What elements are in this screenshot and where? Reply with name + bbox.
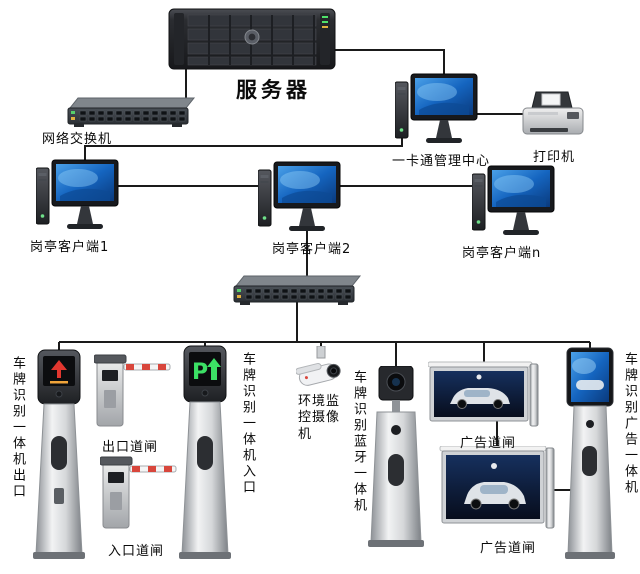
car-ad-graphic [450, 388, 510, 409]
booth-client-2-label: 岗亭客户端2 [272, 242, 352, 257]
lpr-entry-kiosk-device: P [176, 344, 234, 560]
server-device [168, 6, 336, 72]
lpr-ad-kiosk-label: 车牌识别广告一体机 [622, 352, 637, 496]
network-switch-icon [67, 97, 196, 127]
lpr-bluetooth-kiosk-device [366, 365, 426, 548]
entry-barrier-label: 入口道闸 [108, 544, 165, 559]
lpr-exit-kiosk-label: 车牌识别一体机出口 [10, 356, 25, 500]
desktop-computer-icon [35, 159, 119, 229]
network-switch-label: 网络交换机 [42, 132, 113, 147]
ad-barrier-icon [427, 361, 539, 427]
ad-barrier-2-label: 广告道闸 [480, 541, 537, 556]
lpr-kiosk-icon [565, 347, 615, 559]
cctv-camera-icon [295, 345, 341, 386]
lpr-kiosk-icon [33, 349, 85, 559]
entry-barrier-device [99, 452, 178, 534]
exit-barrier-device [93, 350, 172, 432]
printer-device [520, 90, 586, 140]
up-arrow-icon [207, 358, 221, 380]
env-camera-label: 环境监控摄像机 [298, 394, 341, 442]
lpr-kiosk-icon: P [179, 345, 231, 559]
p-display-text: P [192, 360, 208, 385]
network-switch-icon [233, 275, 362, 305]
booth-client-n-device [471, 164, 557, 240]
lpr-exit-kiosk-device [30, 348, 88, 560]
env-camera-device [295, 345, 346, 392]
booth-client-1-label: 岗亭客户端1 [30, 240, 110, 255]
printer-icon [522, 91, 584, 135]
desktop-computer-icon [257, 161, 341, 231]
lpr-kiosk-icon [368, 365, 424, 547]
server-label: 服务器 [236, 78, 311, 102]
barrier-gate-icon [93, 354, 171, 427]
ad-barrier-1-label: 广告道闸 [460, 436, 517, 451]
lpr-entry-kiosk-label: 车牌识别一体机入口 [240, 352, 255, 496]
booth-client-1-device [35, 158, 121, 234]
distribution-switch-device [232, 274, 362, 306]
desktop-computer-icon [394, 73, 478, 143]
desktop-computer-icon [471, 165, 555, 235]
booth-client-n-label: 岗亭客户端n [462, 246, 542, 261]
card-mgmt-center-label: 一卡通管理中心 [392, 154, 491, 169]
exit-barrier-label: 出口道闸 [102, 440, 159, 455]
printer-label: 打印机 [533, 150, 576, 165]
ad-barrier-1-device [427, 360, 540, 430]
lpr-ad-kiosk-device [562, 346, 618, 560]
ad-barrier-2-device [438, 445, 556, 534]
car-ad-graphic [464, 482, 526, 510]
card-mgmt-center-device [394, 72, 480, 148]
network-switch-device [66, 96, 196, 128]
lpr-bluetooth-kiosk-label: 车牌识别蓝牙一体机 [351, 370, 366, 514]
ad-barrier-icon [439, 445, 555, 529]
barrier-gate-icon [99, 456, 177, 529]
rack-server-icon [168, 8, 336, 70]
booth-client-2-device [257, 160, 343, 236]
